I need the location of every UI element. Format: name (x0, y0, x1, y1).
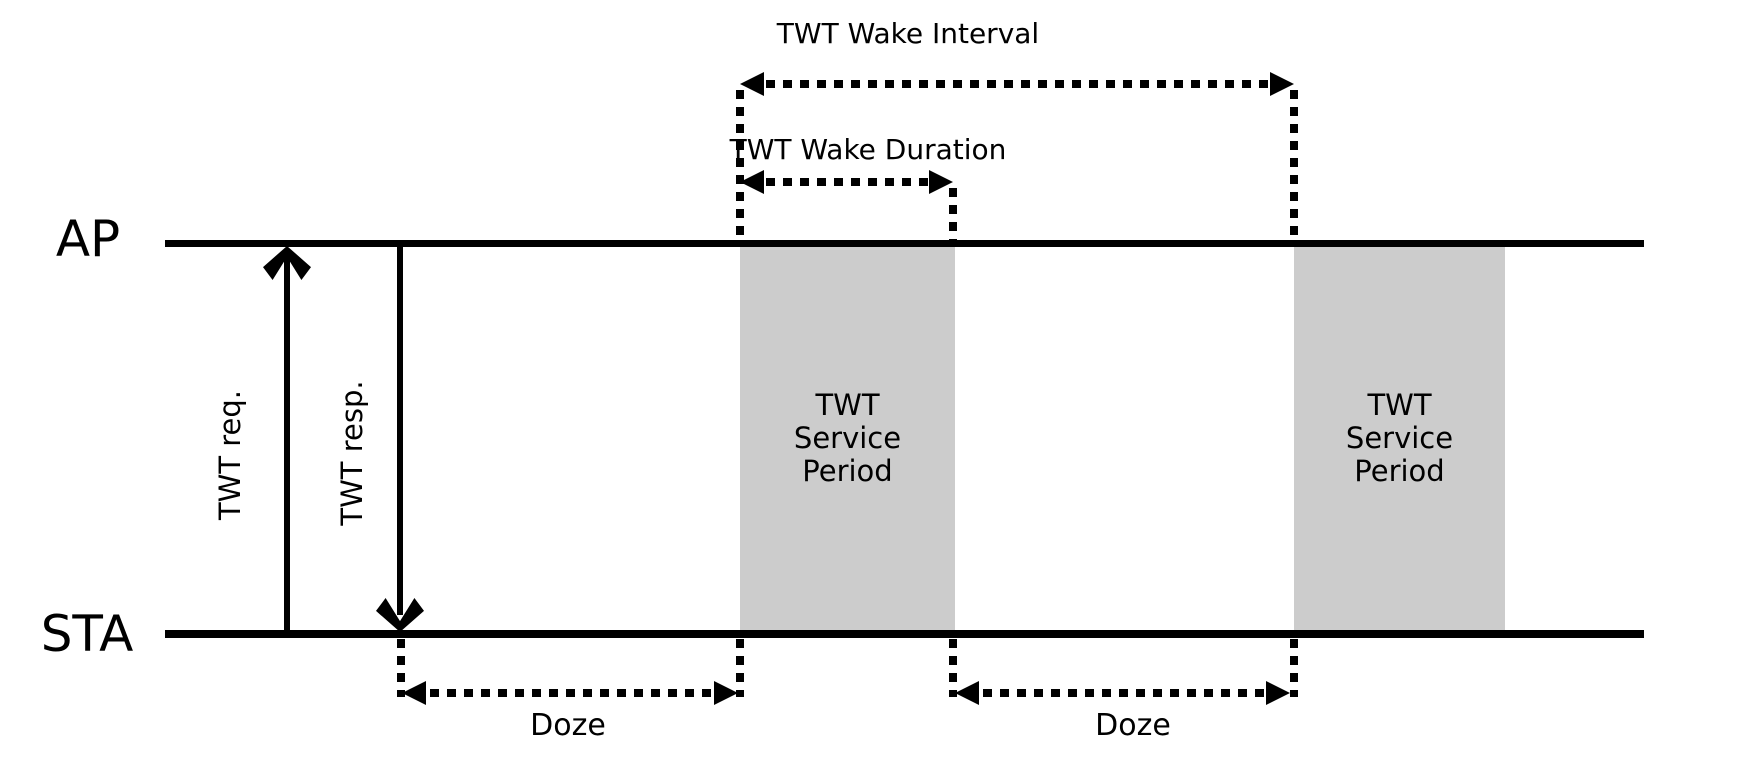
wake-duration-arrowhead-left-icon (740, 170, 764, 194)
riser-duration-end-above-ap (949, 188, 957, 240)
service-period-2-line-1: TWT (1367, 388, 1432, 422)
service-period-box-1: TWT Service Period (740, 247, 955, 630)
service-period-2-line-3: Period (1354, 454, 1445, 488)
twt-request-label: TWT req. (213, 389, 247, 521)
twt-response-label: TWT resp. (335, 380, 369, 526)
doze-left-arrowhead-right-icon (714, 681, 738, 705)
ap-endpoint-label: AP (55, 210, 121, 268)
doze-right-arrowhead-right-icon (1266, 681, 1290, 705)
doze-right-label: Doze (1095, 708, 1171, 743)
twt-response-arrow-shaft (397, 247, 403, 615)
riser-interval-end-above-ap (1290, 90, 1298, 240)
ap-timeline (165, 240, 1644, 247)
wake-duration-label: TWT Wake Duration (729, 133, 1007, 166)
wake-interval-dotted-line (766, 80, 1268, 88)
doze-right-arrowhead-left-icon (955, 681, 979, 705)
doze-left-arrowhead-left-icon (402, 681, 426, 705)
wake-interval-label: TWT Wake Interval (776, 17, 1040, 50)
doze-left-dotted-line (430, 689, 712, 697)
sta-timeline (165, 630, 1644, 638)
doze-left-label: Doze (530, 708, 606, 743)
twt-request-arrow-shaft (284, 256, 290, 630)
riser-response-below-sta (397, 639, 405, 697)
riser-sp2-start-below-sta (1290, 639, 1298, 697)
service-period-1-line-2: Service (793, 421, 902, 455)
riser-sp1-start-below-sta (736, 639, 744, 697)
sta-endpoint-label: STA (40, 605, 134, 663)
riser-wake-start-above-ap (736, 90, 744, 240)
riser-sp1-end-below-sta (949, 639, 957, 697)
wake-duration-dotted-line (766, 178, 929, 186)
wake-interval-arrowhead-left-icon (740, 72, 764, 96)
service-period-1-line-3: Period (802, 454, 893, 488)
service-period-1-line-1: TWT (815, 388, 880, 422)
doze-right-dotted-line (983, 689, 1264, 697)
service-period-box-2: TWT Service Period (1294, 247, 1505, 630)
service-period-2-line-2: Service (1345, 421, 1454, 455)
